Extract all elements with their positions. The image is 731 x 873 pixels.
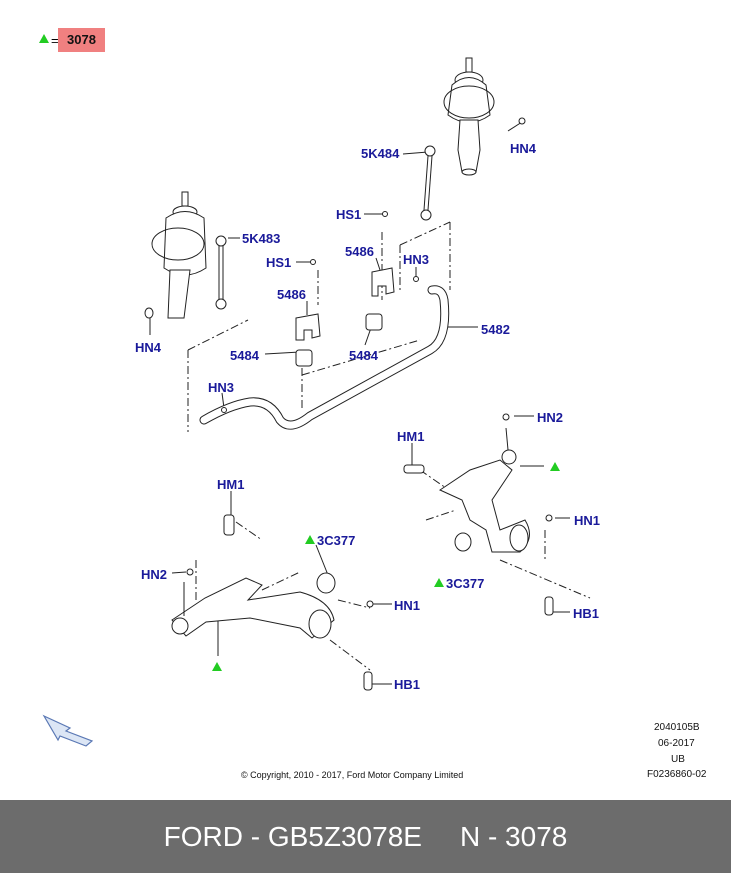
meta-code: 2040105B xyxy=(654,722,700,733)
meta-date: 06-2017 xyxy=(658,738,695,749)
label-hn1-left: HN1 xyxy=(394,598,421,613)
label-hn1-right: HN1 xyxy=(574,513,601,528)
meta-region: UB xyxy=(671,754,685,765)
part-number-footer: FORD - GB5Z3078E N - 3078 xyxy=(0,800,731,873)
label-5482: 5482 xyxy=(481,322,510,337)
part-marker-icon xyxy=(434,578,444,587)
footer-part-number: FORD - GB5Z3078E xyxy=(163,820,422,852)
legend-equals: = xyxy=(51,33,59,48)
label-5486-right: 5486 xyxy=(345,244,374,259)
label-hs1-right: HS1 xyxy=(336,207,362,222)
exploded-parts-diagram xyxy=(42,57,591,747)
label-5k484: 5K484 xyxy=(361,146,400,161)
label-hn2-right: HN2 xyxy=(537,410,564,425)
part-marker-icon xyxy=(305,535,315,544)
copyright-text: © Copyright, 2010 - 2017, Ford Motor Com… xyxy=(241,770,464,780)
label-3c377-mid: 3C377 xyxy=(446,576,485,591)
label-5k483: 5K483 xyxy=(242,231,281,246)
label-hn2-left: HN2 xyxy=(141,567,168,582)
label-hm1-right: HM1 xyxy=(397,429,425,444)
legend-marker-icon xyxy=(39,34,49,43)
label-hs1-left: HS1 xyxy=(266,255,292,270)
part-marker-icon xyxy=(550,462,560,471)
footer-reference: N - 3078 xyxy=(459,820,568,852)
label-hn3-left: HN3 xyxy=(208,380,235,395)
label-hm1-left: HM1 xyxy=(217,477,245,492)
label-5484-left: 5484 xyxy=(230,348,259,363)
part-marker-icon xyxy=(212,662,222,671)
meta-figure: F0236860-02 xyxy=(647,769,707,780)
legend-code-badge: 3078 xyxy=(58,28,105,52)
label-3c377-top: 3C377 xyxy=(317,533,356,548)
label-5484-right: 5484 xyxy=(349,348,378,363)
label-hn3-right: HN3 xyxy=(403,252,430,267)
label-hb1-left: HB1 xyxy=(394,677,421,692)
label-hb1-right: HB1 xyxy=(573,606,600,621)
label-hn4-left: HN4 xyxy=(135,340,162,355)
label-hn4-top: HN4 xyxy=(510,141,537,156)
label-5486-left: 5486 xyxy=(277,287,306,302)
